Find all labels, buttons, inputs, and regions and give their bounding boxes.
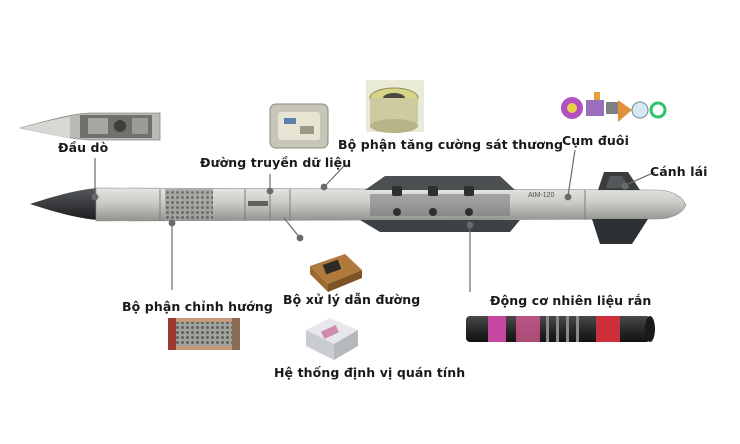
label-warhead: Bộ phận tăng cường sát thương bbox=[338, 137, 564, 152]
label-solid-rocket-motor: Động cơ nhiên liệu rắn bbox=[490, 293, 652, 308]
seeker-image bbox=[19, 112, 161, 141]
label-inertial-navigation: Hệ thống định vị quán tính bbox=[274, 365, 466, 380]
label-tail-assembly: Cụm đuôi bbox=[562, 133, 629, 148]
solid-rocket-motor-image bbox=[466, 316, 655, 342]
guidance-section-image bbox=[168, 318, 240, 350]
missile-body: AIM-120 bbox=[30, 172, 687, 244]
inertial-navigation-image bbox=[306, 318, 358, 360]
label-control-fins: Cánh lái bbox=[650, 164, 708, 179]
tail-assembly-image bbox=[561, 92, 667, 122]
mid-wing-upper bbox=[365, 176, 515, 190]
label-seeker: Đầu dò bbox=[58, 140, 109, 155]
label-guidance-section: Bộ phận chỉnh hướng bbox=[122, 299, 273, 314]
tail-fin-lower bbox=[592, 219, 648, 244]
datalink-image bbox=[269, 103, 329, 149]
mid-wing-lower bbox=[360, 220, 520, 232]
label-guidance-processor: Bộ xử lý dẫn đường bbox=[283, 292, 421, 307]
guidance-mesh bbox=[165, 189, 213, 220]
label-datalink: Đường truyền dữ liệu bbox=[200, 155, 352, 170]
leader-lines bbox=[91, 149, 656, 292]
warhead-image bbox=[366, 80, 424, 133]
guidance-processor-image bbox=[310, 254, 362, 292]
missile-marking: AIM-120 bbox=[528, 192, 555, 199]
nose-cone bbox=[30, 188, 98, 220]
